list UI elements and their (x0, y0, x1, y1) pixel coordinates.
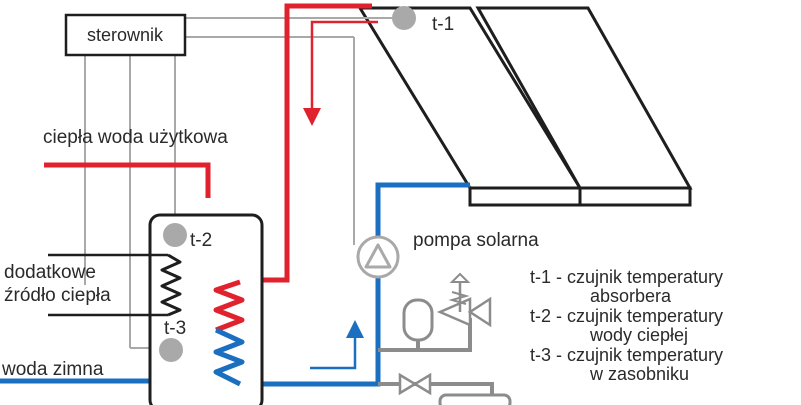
control-wires (84, 17, 404, 349)
controller-label: sterownik (87, 25, 164, 45)
solar-pump-label: pompa solarna (413, 230, 539, 251)
vessel-base-icon (438, 393, 512, 405)
shutoff-valve-icon (398, 372, 432, 396)
hot-water-label: ciepła woda użytkowa (43, 127, 228, 148)
solar-coil-cold (213, 327, 245, 387)
extra-heat-coil (160, 253, 182, 317)
cold-water-label: woda zimna (1, 359, 104, 380)
solar-collector-1 (357, 6, 583, 207)
legend-t2-line2: wody ciepłej (589, 325, 688, 345)
controller-box (64, 13, 187, 57)
solar-coil-hot (213, 279, 245, 333)
legend-t3-line2: w zasobniku (589, 364, 689, 384)
legend-t2-line1: t-2 - czujnik temperatury (530, 306, 723, 326)
legend: t-1 - czujnik temperatury absorbera t-2 … (530, 267, 723, 384)
extra-heat-lines (48, 253, 168, 317)
sensor-t1-label: t-1 (432, 14, 454, 35)
hot-flow-arrow (303, 20, 378, 126)
pump-icon (356, 235, 400, 279)
grey-pipes (378, 318, 494, 405)
legend-t3-line1: t-3 - czujnik temperatury (530, 345, 723, 365)
safety-valve-icon (436, 272, 492, 328)
extra-heat-label-line1: dodatkowe (4, 262, 96, 283)
sensor-t3-label: t-3 (164, 318, 186, 339)
extra-heat-label-line2: źródło ciepła (4, 285, 111, 306)
sensor-t3-icon (159, 338, 183, 362)
solar-collector-2 (475, 6, 693, 207)
sensor-t2-icon (163, 223, 187, 247)
sensor-t2-label: t-2 (190, 230, 212, 251)
cold-flow-arrow (310, 320, 364, 370)
expansion-vessel-icon (402, 298, 434, 350)
legend-t1-line1: t-1 - czujnik temperatury (530, 267, 723, 287)
sensor-t1-icon (392, 6, 416, 30)
legend-t1-line2: absorbera (590, 286, 672, 306)
